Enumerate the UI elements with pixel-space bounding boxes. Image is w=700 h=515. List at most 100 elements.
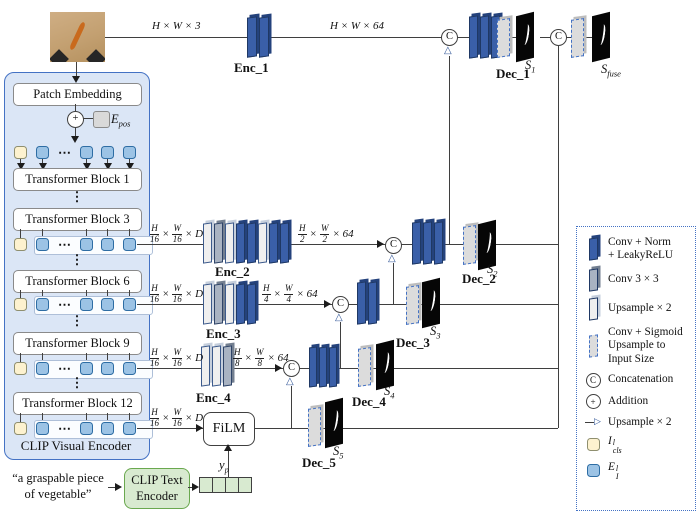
upsample-triangle-1: △	[444, 45, 452, 56]
patch-token	[80, 422, 93, 435]
arrowhead	[72, 76, 80, 83]
yp-label: yp	[219, 458, 229, 475]
s1-label: S1	[525, 58, 536, 75]
dec2-label: Dec_2	[462, 271, 496, 286]
gripper-finger-left	[50, 49, 69, 62]
dec3-conv-blocks	[357, 281, 377, 325]
arrowhead	[324, 300, 331, 308]
s3-label: S3	[430, 324, 441, 341]
connector	[449, 56, 451, 244]
enc2-label: Enc_2	[215, 264, 250, 279]
patch-token	[123, 362, 136, 375]
enc3-blocks	[203, 283, 256, 325]
patch-embedding-box: Patch Embedding	[13, 83, 142, 106]
sfuse-label: Sfuse	[601, 62, 621, 79]
s4-label: S4	[384, 384, 395, 401]
concat-circle-3: C	[332, 296, 349, 313]
dec2-sigmoid-block	[463, 225, 476, 265]
text-token	[238, 477, 252, 493]
arrowhead	[275, 364, 282, 372]
patch-token	[80, 362, 93, 375]
transformer-block-3: Transformer Block 3	[13, 208, 142, 231]
connector	[558, 45, 560, 428]
legend-item: Conv + Norm+ LeakyReLU	[584, 236, 690, 263]
enc1-blocks	[247, 16, 269, 58]
connector	[340, 322, 342, 368]
connector	[83, 118, 93, 120]
token-row-b9: ⋯	[14, 353, 153, 379]
text-token	[225, 477, 239, 493]
mask-s3	[422, 277, 440, 329]
legend-item: ▷ Upsample × 2	[584, 416, 690, 429]
patch-token	[101, 362, 114, 375]
dec4-label: Dec_4	[352, 394, 386, 409]
token-row-b3: ⋯	[14, 229, 153, 255]
dec3-label: Dec_3	[396, 335, 430, 350]
enc4-label: Enc_4	[196, 390, 231, 405]
s2-label: S2	[487, 262, 498, 279]
film-box: FiLM	[203, 412, 255, 446]
arrowhead	[71, 136, 79, 143]
connector	[228, 450, 230, 477]
arrowhead	[377, 240, 384, 248]
patch-token	[36, 238, 49, 251]
carrot-object	[68, 21, 87, 51]
upsample-arrow-icon: ▷	[584, 417, 602, 427]
vertical-ellipsis: ⋮	[70, 252, 84, 267]
dec1-sigmoid-block	[497, 18, 510, 58]
epos-label: Epos	[111, 112, 131, 129]
mask-s5	[325, 397, 343, 449]
patch-token	[36, 146, 49, 159]
input-image	[50, 12, 105, 62]
gripper-finger-right	[86, 49, 105, 62]
patch-token	[101, 146, 114, 159]
enc4-blocks	[201, 345, 232, 387]
addition-circle: +	[67, 111, 84, 128]
mask-s1	[516, 11, 534, 63]
cls-token	[14, 238, 27, 251]
connector	[291, 386, 293, 428]
clip-visual-encoder-caption: CLIP Visual Encoder	[20, 438, 132, 453]
vertical-ellipsis: ⋮	[70, 375, 84, 390]
arrowhead	[224, 444, 232, 451]
patch-token	[123, 238, 136, 251]
cls-token-icon	[584, 438, 602, 452]
patch-token	[80, 298, 93, 311]
vertical-ellipsis: ⋮	[70, 313, 84, 328]
dec2-conv-blocks	[412, 221, 443, 265]
concat-circle-fuse: C	[550, 29, 567, 46]
connector	[105, 37, 442, 39]
patch-token	[123, 422, 136, 435]
dim-input: H × W × 3	[152, 20, 201, 32]
connector	[75, 104, 77, 112]
dec3-sigmoid-block	[406, 285, 419, 325]
concat-circle-4: C	[283, 360, 300, 377]
mask-sfuse	[592, 11, 610, 63]
connector	[393, 263, 395, 304]
patch-token	[36, 298, 49, 311]
dim-enc1-out: H × W × 64	[330, 20, 384, 32]
connector	[75, 127, 77, 137]
connector	[137, 428, 558, 430]
text-embedding-tokens	[199, 477, 252, 493]
text-prompt: “a graspable piece of vegetable”	[12, 471, 104, 501]
concat-circle-icon: C	[584, 372, 602, 388]
patch-token	[36, 362, 49, 375]
text-token	[212, 477, 226, 493]
patch-token	[101, 298, 114, 311]
ellipsis: ⋯	[58, 297, 72, 312]
ellipsis: ⋯	[58, 421, 72, 436]
upsample-triangle-4: △	[286, 376, 294, 387]
vertical-ellipsis: ⋮	[70, 189, 84, 204]
conv-sigmoid-slab-icon	[584, 334, 602, 358]
conv3x3-slab-icon	[584, 268, 602, 292]
transformer-block-1: Transformer Block 1	[13, 168, 142, 191]
text-token	[199, 477, 213, 493]
